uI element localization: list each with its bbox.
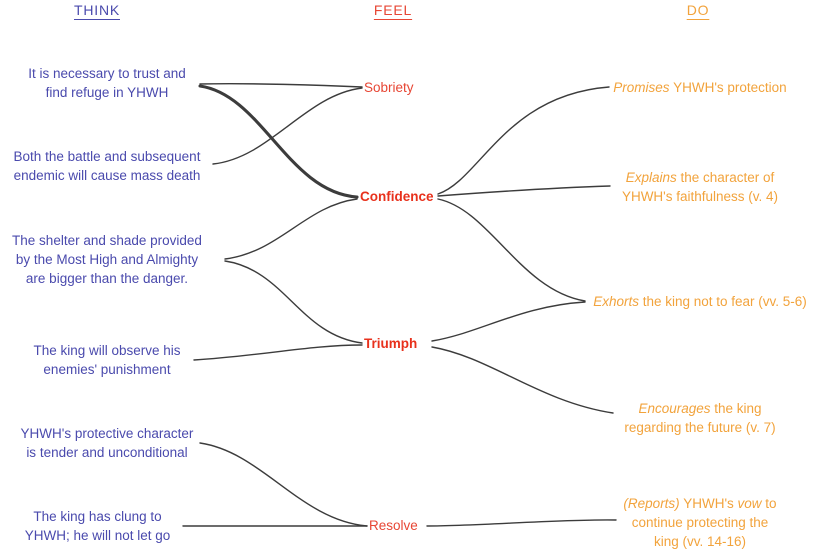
column-header-feel: FEEL: [373, 2, 413, 18]
think-item-5: YHWH's protective character is tender an…: [20, 426, 194, 460]
column-header-think: THINK: [74, 2, 120, 18]
feel-item-resolve: Resolve: [369, 518, 418, 533]
do-item-reports: (Reports) YHWH's vow to continue protect…: [623, 496, 777, 549]
think-item-6: The king has clung to YHWH; he will not …: [24, 509, 171, 543]
edge-triumph-encourages: [431, 346, 614, 414]
edge-think2-sobriety: [212, 87, 363, 165]
edge-resolve-reports: [426, 519, 617, 527]
do-item-explains: Explains the character of YHWH's faithfu…: [621, 170, 779, 204]
feel-item-sobriety: Sobriety: [364, 80, 414, 95]
feel-item-confidence: Confidence: [360, 189, 434, 204]
edge-think1-confidence: [198, 84, 359, 199]
edge-think3-confidence: [224, 198, 358, 260]
edge-confidence-explains: [437, 185, 611, 197]
edge-triumph-exhorts: [431, 301, 586, 342]
do-item-exhorts: Exhorts the king not to fear (vv. 5-6): [593, 294, 807, 309]
think-item-4: The king will observe his enemies' punis…: [33, 343, 181, 377]
think-item-3: The shelter and shade provided by the Mo…: [12, 233, 202, 286]
edge-think1-sobriety: [199, 83, 363, 88]
edge-think4-triumph: [193, 344, 363, 361]
column-header-do: DO: [686, 2, 710, 18]
edge-confidence-promises: [437, 86, 610, 195]
edge-think5-resolve: [199, 442, 368, 527]
edge-confidence-exhorts: [437, 198, 586, 302]
think-item-1: It is necessary to trust and find refuge…: [28, 66, 186, 100]
do-item-promises: Promises YHWH's protection: [613, 80, 787, 95]
edge-think3-triumph: [224, 260, 363, 344]
feel-item-triumph: Triumph: [364, 336, 418, 351]
think-item-2: Both the battle and subsequent endemic w…: [13, 149, 201, 183]
do-item-encourages: Encourages the king regarding the future…: [624, 401, 776, 435]
